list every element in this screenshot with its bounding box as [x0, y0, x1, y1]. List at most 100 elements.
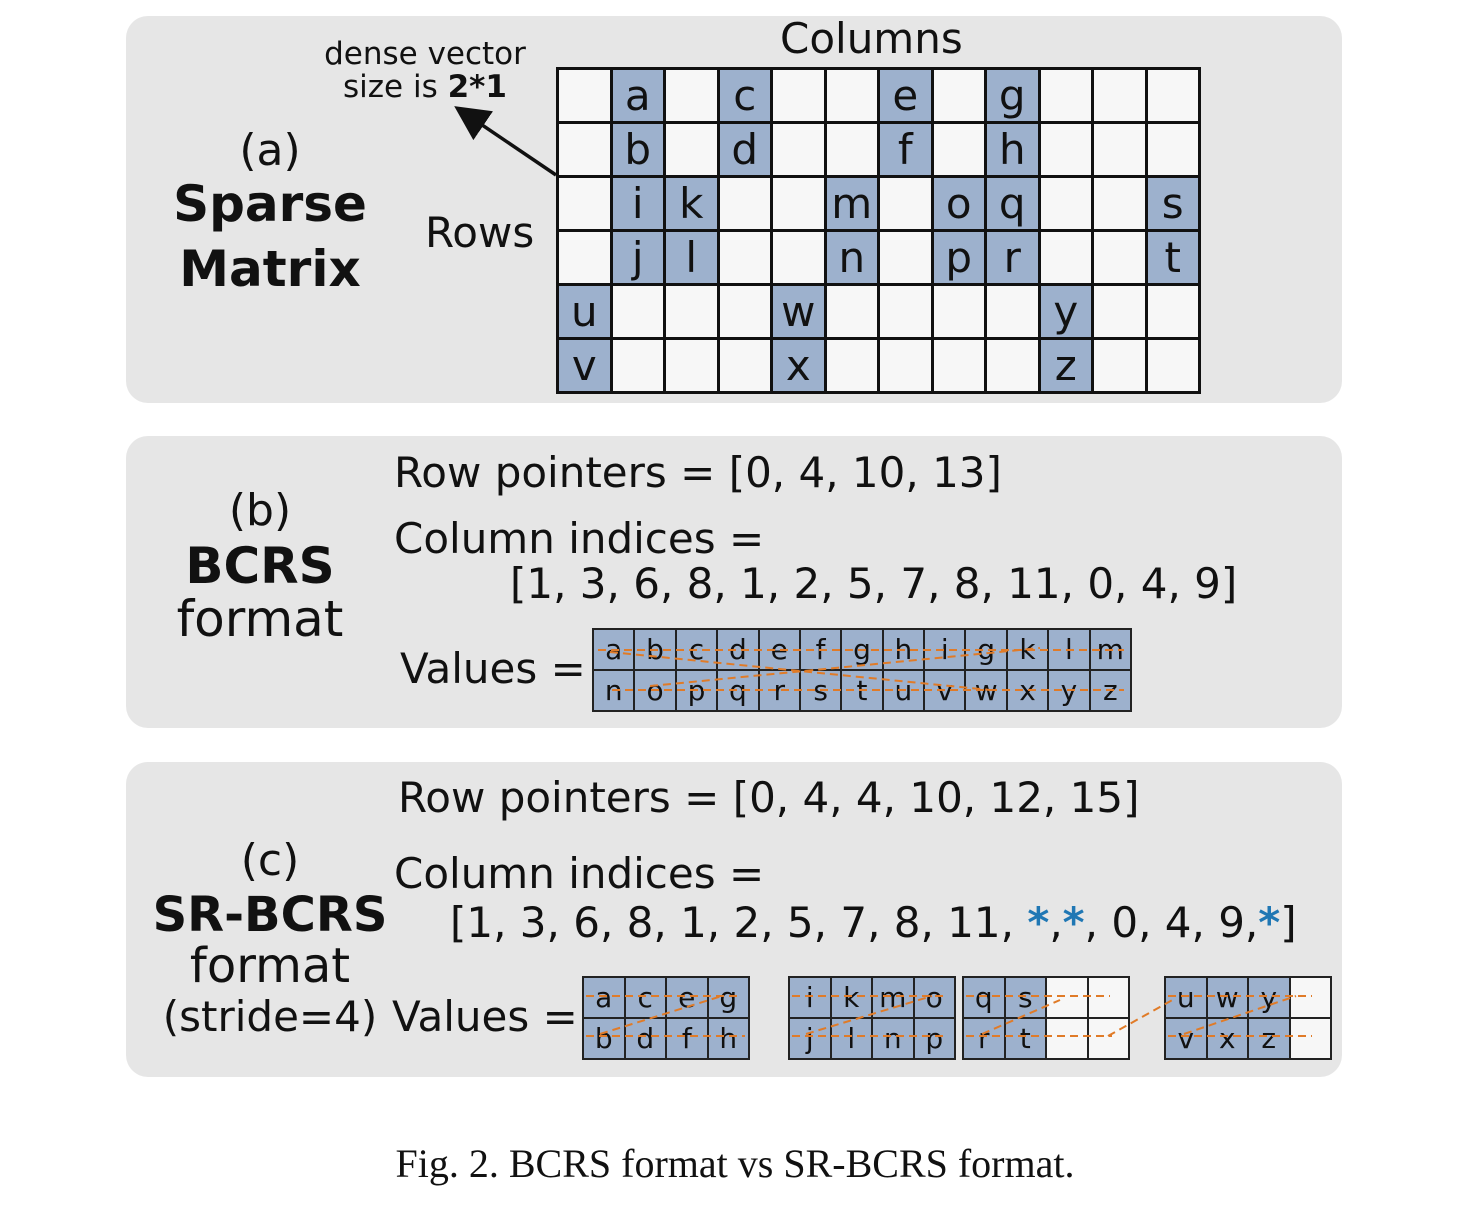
srbcrs-value-cell: z [1249, 1019, 1289, 1058]
bcrs-value-cell: t [842, 671, 882, 710]
bcrs-value-cell: i [925, 630, 965, 669]
matrix-cell [773, 124, 824, 175]
panel-c-letter: (c) [240, 835, 300, 886]
col-indices-close: ] [1280, 898, 1297, 947]
matrix-cell: u [559, 286, 610, 337]
srbcrs-value-cell: m [873, 978, 913, 1017]
matrix-cell [880, 232, 931, 283]
srbcrs-value-cell: o [914, 978, 954, 1017]
panel-b-letter: (b) [228, 485, 292, 536]
matrix-cell [612, 340, 663, 391]
matrix-cell: q [987, 178, 1038, 229]
matrix-cell [719, 232, 770, 283]
srbcrs-value-cell: j [790, 1019, 830, 1058]
panel-b-label: (b) BCRS format [150, 485, 370, 645]
matrix-cell: e [880, 70, 931, 121]
bcrs-value-cell: h [883, 630, 924, 669]
srbcrs-value-cell: n [873, 1019, 913, 1058]
matrix-cell [826, 286, 877, 337]
matrix-cell [559, 70, 610, 121]
srbcrs-value-cell: d [625, 1019, 665, 1058]
col-indices-comma: , [1049, 898, 1063, 947]
srbcrs-value-cell [1290, 1019, 1330, 1058]
matrix-cell: x [773, 340, 824, 391]
rows-label: Rows [425, 208, 535, 257]
matrix-cell [666, 124, 717, 175]
srbcrs-value-cell: t [1005, 1019, 1045, 1058]
srbcrs-value-cell: h [708, 1019, 748, 1058]
matrix-cell [1094, 232, 1145, 283]
matrix-cell [880, 286, 931, 337]
matrix-cell: p [933, 232, 984, 283]
bcrs-value-cell: g [842, 630, 882, 669]
bcrs-value-cell: d [718, 630, 758, 669]
matrix-cell [773, 70, 824, 121]
matrix-cell: v [559, 340, 610, 391]
matrix-cell [1040, 232, 1091, 283]
srbcrs-value-cell [1290, 978, 1330, 1017]
matrix-cell: c [719, 70, 770, 121]
srbcrs-value-cell: c [625, 978, 665, 1017]
matrix-cell [987, 340, 1038, 391]
matrix-cell [1147, 286, 1198, 337]
srbcrs-value-cell [1088, 978, 1128, 1017]
annotation-line1: dense vector [324, 36, 526, 72]
matrix-cell [773, 178, 824, 229]
bcrs-value-cell: l [1049, 630, 1089, 669]
srbcrs-values-label: Values = [392, 992, 578, 1041]
padding-star-2: * [1062, 898, 1085, 947]
matrix-cell [666, 340, 717, 391]
bcrs-column-indices-label: Column indices = [394, 514, 765, 563]
bcrs-value-cell: m [1090, 630, 1130, 669]
matrix-cell [1040, 124, 1091, 175]
srbcrs-value-cell: i [790, 978, 830, 1017]
matrix-cell [826, 70, 877, 121]
matrix-cell [666, 286, 717, 337]
panel-a-letter: (a) [239, 125, 301, 176]
figure-caption: Fig. 2. BCRS format vs SR-BCRS format. [395, 1141, 1075, 1186]
panel-c-title-line3: (stride=4) [162, 991, 378, 1041]
matrix-cell [987, 286, 1038, 337]
matrix-cell [933, 340, 984, 391]
bcrs-value-cell: n [594, 671, 634, 710]
bcrs-value-cell: z [1090, 671, 1130, 710]
matrix-cell: m [826, 178, 877, 229]
srbcrs-value-cell: s [1005, 978, 1045, 1017]
matrix-cell [719, 178, 770, 229]
srbcrs-value-cell: e [667, 978, 707, 1017]
srbcrs-value-cell: f [667, 1019, 707, 1058]
srbcrs-value-cell: k [831, 978, 871, 1017]
srbcrs-value-cell [1047, 978, 1087, 1017]
matrix-cell [719, 340, 770, 391]
matrix-cell [1094, 70, 1145, 121]
col-indices-part2: , 0, 4, 9, [1084, 898, 1259, 947]
bcrs-value-cell: p [676, 671, 717, 710]
matrix-cell: l [666, 232, 717, 283]
matrix-cell [1094, 124, 1145, 175]
bcrs-value-cell: e [759, 630, 799, 669]
panel-c-title-line2: format [189, 937, 351, 994]
matrix-cell [1147, 340, 1198, 391]
matrix-cell: o [933, 178, 984, 229]
matrix-cell [826, 340, 877, 391]
matrix-cell: t [1147, 232, 1198, 283]
matrix-cell: z [1040, 340, 1091, 391]
columns-label: Columns [780, 14, 963, 63]
matrix-cell: f [880, 124, 931, 175]
bcrs-values-label: Values = [400, 644, 586, 693]
panel-a-label: (a) Sparse Matrix [150, 125, 390, 295]
srbcrs-value-cell [1047, 1019, 1087, 1058]
srbcrs-value-cell [1088, 1019, 1128, 1058]
matrix-cell [612, 286, 663, 337]
panel-c-label: (c) SR-BCRS format (stride=4) [150, 835, 390, 1041]
srbcrs-value-cell: b [584, 1019, 624, 1058]
matrix-cell [666, 70, 717, 121]
matrix-cell [719, 286, 770, 337]
matrix-cell [1040, 70, 1091, 121]
bcrs-value-cell: g [966, 630, 1006, 669]
srbcrs-value-cell: x [1207, 1019, 1247, 1058]
matrix-cell: a [612, 70, 663, 121]
bcrs-value-cell: x [1007, 671, 1048, 710]
matrix-cell: y [1040, 286, 1091, 337]
